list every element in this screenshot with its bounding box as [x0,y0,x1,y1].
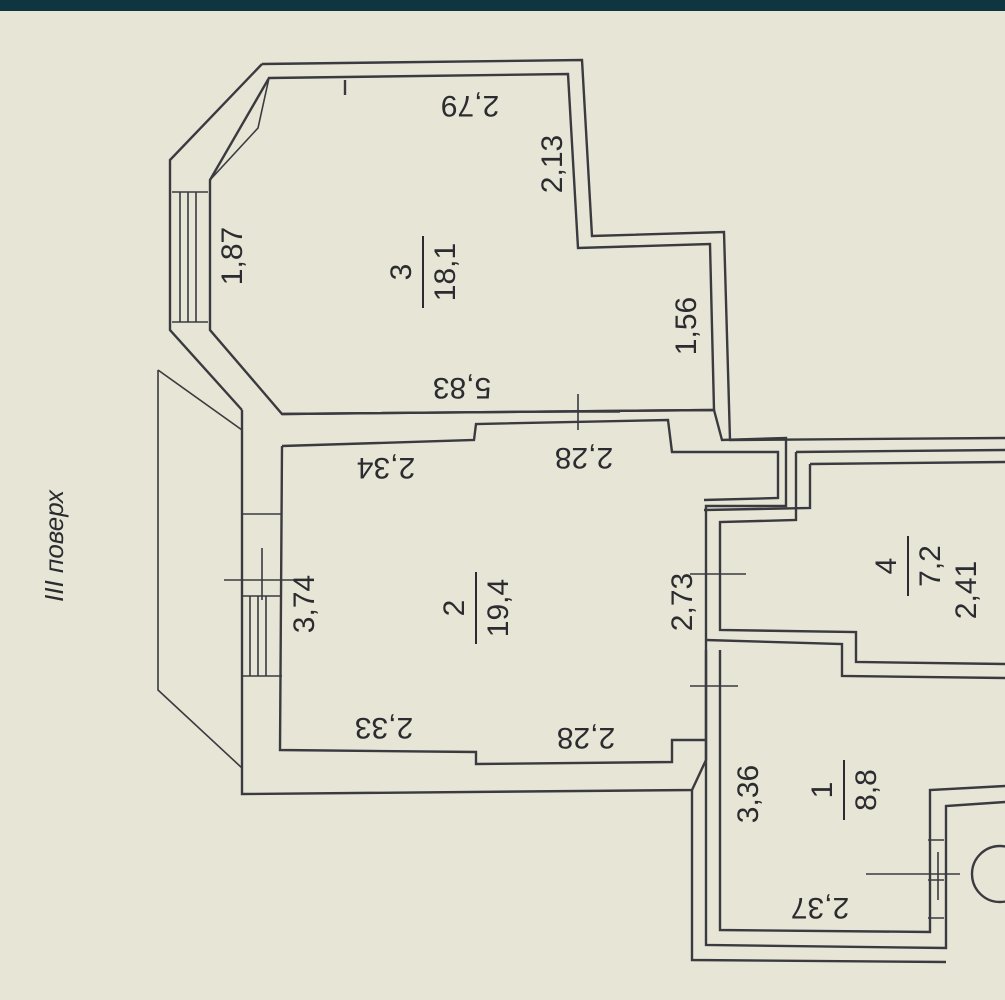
room-number: 2 [438,600,471,617]
dim-room1-side: 3,36 [732,765,765,823]
room-1-walls [690,650,1005,964]
dim-room3-right-upper: 2,13 [536,135,569,193]
room-3-window [172,191,208,323]
room-area: 8,8 [850,769,883,811]
room-3-walls [168,58,1005,442]
room-2-window [224,513,300,677]
dim-room3-top: 2,79 [441,89,499,122]
room-area: 18,1 [429,243,462,301]
door-marks [540,394,746,687]
room-number: 4 [870,558,903,575]
room-label-1: 1 8,8 [806,760,883,820]
dim-room2-top-right: 2,28 [555,441,613,474]
room-2-walls [157,369,788,796]
room-number: 3 [385,264,418,281]
top-bar [0,0,1005,11]
dim-room3-left: 1,87 [216,227,249,285]
room-label-4: 4 7,2 [870,536,947,596]
dim-room2-top-left: 2,34 [357,451,415,484]
room-area: 7,2 [914,545,947,587]
dim-room3-bottom: 5,83 [433,371,491,404]
room-4-walls [703,448,1005,680]
dim-room4-side: 2,41 [950,561,983,619]
dim-room2-right: 2,73 [666,573,699,631]
dim-room1-bottom: 2,37 [791,891,849,924]
dim-room2-left: 3,74 [288,575,321,633]
room-area: 19,4 [482,579,515,637]
floor-label: III поверх [39,489,69,602]
room-label-3: 3 18,1 [385,236,462,308]
column-circle [970,844,1005,904]
room-number: 1 [806,782,839,799]
dim-room3-right-lower: 1,56 [670,297,703,355]
dim-room2-bottom-left: 2,33 [355,711,413,744]
dim-room2-bottom-right: 2,28 [557,721,615,754]
room-label-2: 2 19,4 [438,572,515,644]
